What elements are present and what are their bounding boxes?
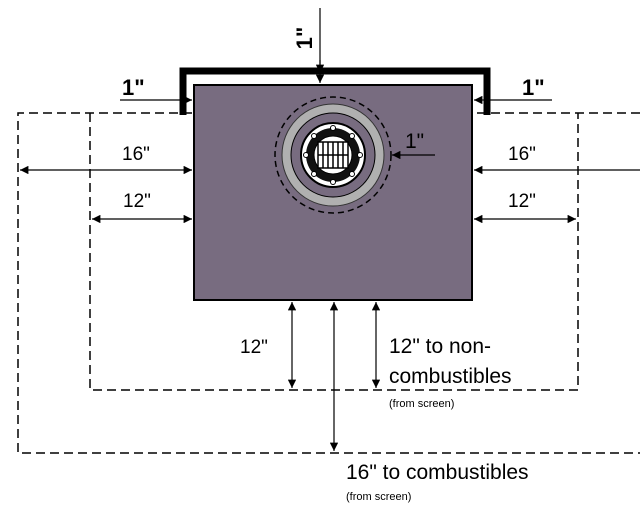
right-gap-dimension: 1" — [474, 75, 552, 105]
noncombustibles-note: (from screen) — [389, 398, 454, 410]
top-gap-label: 1" — [292, 27, 317, 50]
right-inner-label: 12" — [508, 191, 536, 212]
right-noncombustible-dimension: 12" — [474, 191, 576, 224]
round-vent-grille-icon — [274, 96, 392, 214]
left-noncombustible-dimension: 12" — [92, 191, 192, 224]
noncombustibles-label-line1: 12" to non- — [389, 335, 491, 358]
left-outer-label: 16" — [122, 144, 150, 165]
vent-gap-dimension: 1" — [392, 130, 435, 160]
combustibles-note: (from screen) — [346, 491, 411, 503]
noncombustibles-label-line2: combustibles — [389, 365, 512, 388]
vent-gap-label: 1" — [405, 130, 424, 153]
bottom-inner-dimension: 12" — [240, 302, 297, 388]
left-combustible-dimension: 16" — [20, 144, 192, 175]
heat-shield — [179, 67, 491, 115]
left-inner-label: 12" — [123, 191, 151, 212]
right-combustible-dimension: 16" — [474, 144, 640, 175]
bottom-inner-label: 12" — [240, 337, 268, 358]
right-gap-label: 1" — [522, 75, 545, 100]
left-gap-dimension: 1" — [120, 75, 192, 105]
left-gap-label: 1" — [122, 75, 145, 100]
combustibles-label: 16" to combustibles — [346, 461, 529, 484]
right-outer-label: 16" — [508, 144, 536, 165]
top-gap-dimension: 1" — [292, 8, 325, 83]
